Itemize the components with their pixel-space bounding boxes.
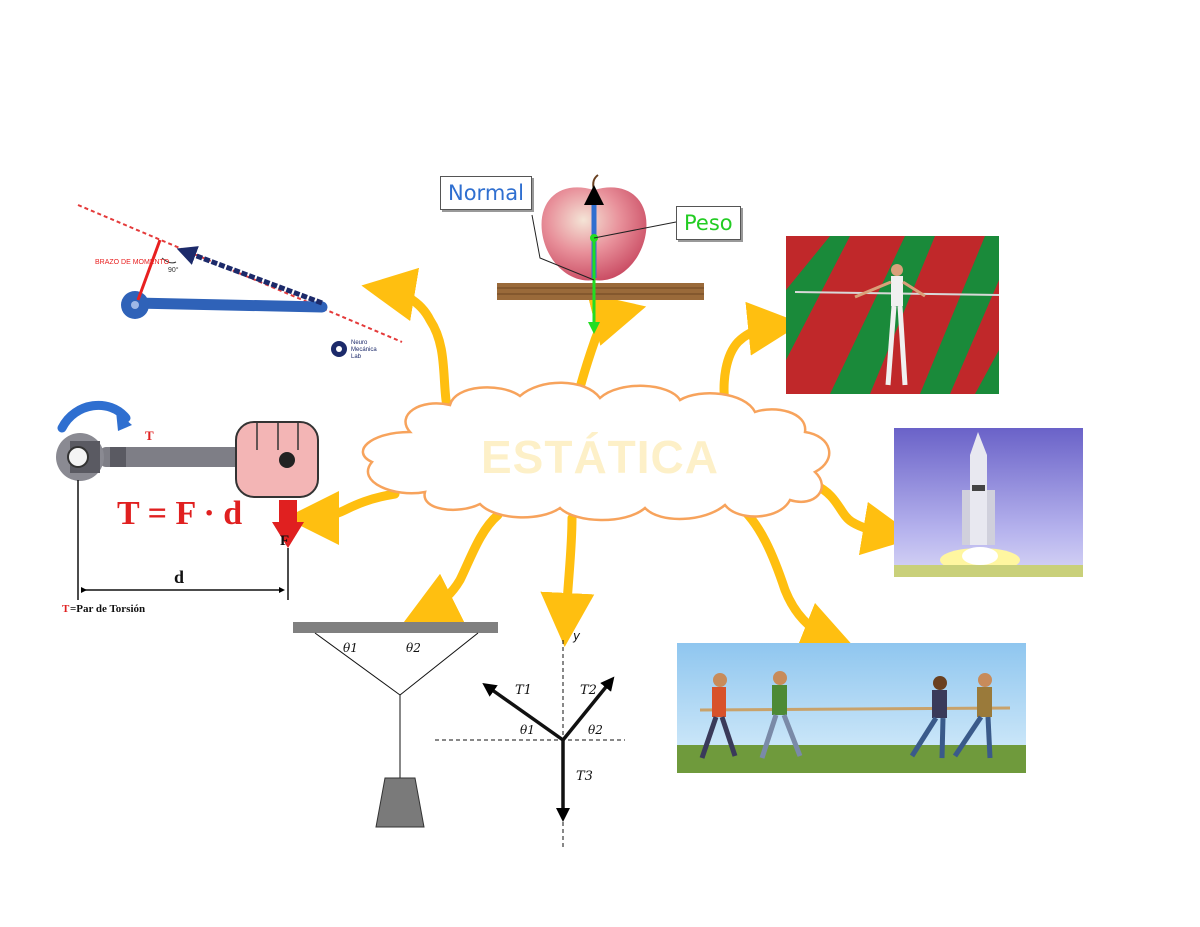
theta1-label: θ1 (343, 641, 358, 655)
svg-text:Neuro: Neuro (351, 340, 368, 346)
tension-vector-diagram: y T1 T2 T3 θ1 θ2 (435, 629, 625, 850)
central-topic-title: ESTÁTICA (481, 431, 719, 483)
neuro-mecanica-logo-icon: Neuro Mecánica Lab (331, 340, 377, 360)
arrow-to-tug-of-war (730, 498, 856, 654)
y-axis-label: y (572, 629, 581, 643)
arrow-to-tightrope (719, 301, 802, 410)
torque-formula: T = F · d (117, 495, 242, 532)
arrow-to-torque (285, 489, 400, 545)
normal-label: Normal (440, 176, 532, 210)
theta2-label: θ2 (406, 641, 421, 655)
legend-par-de-torsion: =Par de Torsión (70, 603, 145, 615)
fist-icon (235, 421, 319, 498)
torque-wrench-diagram: T F T = F · d d T =Par de Torsión (56, 400, 319, 615)
legend-t: T (62, 603, 70, 615)
wrench-icon (56, 433, 250, 481)
svg-text:Lab: Lab (351, 354, 362, 360)
t2-label: T2 (580, 683, 597, 698)
svg-text:Mecánica: Mecánica (351, 347, 377, 353)
apple-forces-diagram (497, 174, 704, 334)
arrow-to-moment-arm (361, 267, 455, 423)
force-f-label: F (280, 533, 289, 549)
arrow-to-rocket (810, 480, 917, 556)
tug-of-war-photo (677, 643, 1026, 773)
arrow-to-vectors (540, 513, 595, 647)
distance-d-label: d (174, 567, 184, 587)
vector-theta2-label: θ2 (588, 723, 603, 737)
moment-arm-diagram: BRAZO DE MOMENTO 90° Neuro Mecánica Lab (77, 204, 403, 360)
arrow-to-hanging-weight (403, 510, 503, 623)
tightrope-walker-photo (786, 236, 1000, 394)
vector-theta1-label: θ1 (520, 723, 535, 737)
torque-t-label: T (145, 428, 154, 443)
central-cloud (361, 381, 831, 522)
hanging-weight-diagram: θ1 θ2 (293, 622, 498, 828)
t1-label: T1 (515, 683, 532, 698)
moment-arm-label: BRAZO DE MOMENTO (95, 259, 170, 266)
rocket-launch-photo (894, 428, 1083, 577)
peso-label: Peso (676, 206, 741, 240)
t3-label: T3 (576, 769, 593, 784)
rotation-arrow-icon (57, 400, 131, 433)
angle-label: 90° (168, 266, 179, 274)
